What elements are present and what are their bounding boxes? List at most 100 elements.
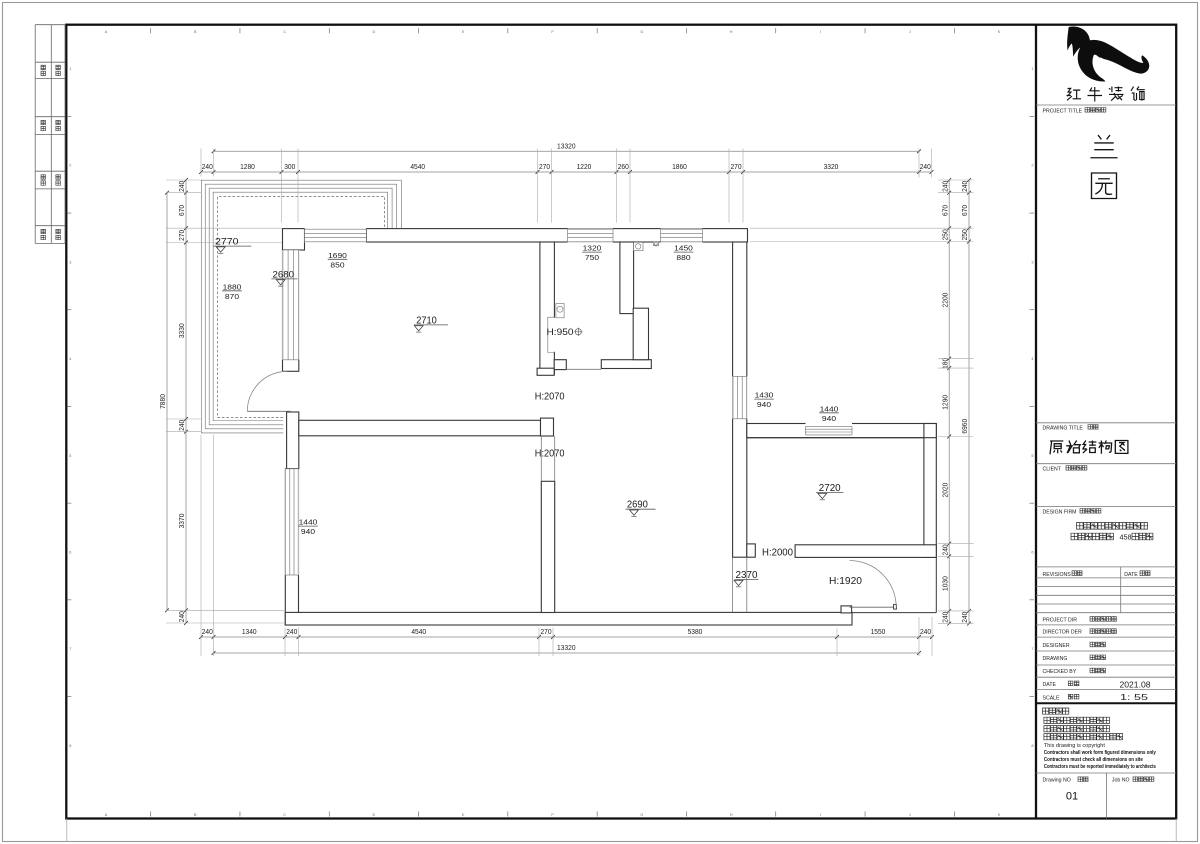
- svg-text:3: 3: [69, 260, 71, 264]
- svg-text:G: G: [640, 30, 643, 34]
- svg-text:Contractors must be reported i: Contractors must be reported immediately…: [1044, 764, 1156, 770]
- svg-text:2690: 2690: [627, 500, 648, 511]
- svg-text:H: H: [730, 30, 733, 34]
- svg-text:940: 940: [822, 414, 836, 423]
- svg-text:270: 270: [177, 230, 186, 241]
- svg-text:3370: 3370: [177, 514, 186, 529]
- svg-text:2020: 2020: [940, 483, 949, 498]
- svg-text:1320: 1320: [583, 244, 602, 253]
- svg-text:H:2070: H:2070: [535, 448, 565, 459]
- svg-text:2: 2: [69, 164, 71, 168]
- svg-text:B: B: [194, 813, 197, 817]
- svg-text:240: 240: [177, 181, 186, 192]
- svg-text:Contractors shall work form fi: Contractors shall work form figured dime…: [1044, 750, 1156, 756]
- svg-text:5: 5: [1031, 454, 1033, 458]
- svg-text:3: 3: [1031, 260, 1033, 264]
- svg-text:F: F: [551, 813, 554, 817]
- svg-text:240: 240: [202, 162, 213, 171]
- svg-text:2370: 2370: [736, 570, 758, 581]
- svg-text:Contractors must check all dim: Contractors must check all dimensions on…: [1044, 757, 1143, 763]
- svg-text:1030: 1030: [940, 576, 949, 591]
- svg-text:240: 240: [960, 612, 969, 623]
- svg-text:240: 240: [940, 612, 949, 623]
- svg-text:PROJECT TITLE: PROJECT TITLE: [1043, 109, 1083, 115]
- svg-text:8: 8: [69, 744, 71, 748]
- svg-text:H:2000: H:2000: [762, 547, 793, 558]
- svg-text:270: 270: [540, 627, 551, 636]
- svg-text:D: D: [373, 30, 376, 34]
- svg-text:240: 240: [920, 162, 931, 171]
- svg-text:4540: 4540: [410, 162, 425, 171]
- svg-text:DESIGN FIRM: DESIGN FIRM: [1043, 510, 1077, 516]
- svg-text:1860: 1860: [672, 162, 687, 171]
- svg-text:1290: 1290: [940, 395, 949, 410]
- svg-text:7: 7: [1031, 647, 1033, 651]
- svg-text:13320: 13320: [557, 643, 576, 652]
- svg-text:240: 240: [177, 420, 186, 431]
- svg-text:2: 2: [1031, 164, 1033, 168]
- svg-text:1280: 1280: [240, 162, 255, 171]
- svg-text:H: H: [730, 813, 733, 817]
- svg-text:880: 880: [676, 253, 690, 262]
- svg-text:1220: 1220: [577, 162, 592, 171]
- svg-text:240: 240: [920, 627, 931, 636]
- svg-text:240: 240: [940, 544, 949, 555]
- svg-text:DATE: DATE: [1043, 682, 1057, 688]
- svg-text:940: 940: [301, 527, 315, 536]
- svg-text:G: G: [640, 813, 643, 817]
- svg-text:A: A: [105, 30, 108, 34]
- svg-text:6: 6: [69, 551, 71, 555]
- svg-text:H:1920: H:1920: [829, 576, 862, 587]
- svg-text:13320: 13320: [557, 142, 576, 151]
- svg-text:DESIGNER: DESIGNER: [1043, 643, 1070, 649]
- svg-text:J: J: [909, 30, 911, 34]
- svg-text:SCALE: SCALE: [1043, 695, 1061, 701]
- svg-text:1550: 1550: [871, 627, 886, 636]
- svg-text:REVISIONS: REVISIONS: [1043, 572, 1072, 578]
- svg-text:250: 250: [960, 229, 969, 240]
- svg-text:3320: 3320: [824, 162, 839, 171]
- svg-text:E: E: [462, 813, 465, 817]
- svg-text:1440: 1440: [299, 518, 318, 527]
- svg-text:750: 750: [585, 253, 599, 262]
- svg-text:2720: 2720: [819, 483, 841, 494]
- svg-text:1: 1: [69, 67, 71, 71]
- svg-text:270: 270: [539, 162, 550, 171]
- svg-text:CLIENT: CLIENT: [1043, 467, 1062, 473]
- svg-text:DRAWING TITLE: DRAWING TITLE: [1043, 426, 1084, 432]
- svg-text:670: 670: [177, 205, 186, 216]
- svg-text:2710: 2710: [416, 315, 437, 326]
- svg-text:F: F: [551, 30, 554, 34]
- svg-text:A: A: [105, 813, 108, 817]
- svg-text:4: 4: [1031, 357, 1033, 361]
- svg-text:270: 270: [730, 162, 741, 171]
- svg-text:7880: 7880: [158, 394, 167, 409]
- svg-text:2680: 2680: [273, 269, 295, 280]
- svg-text:DATE: DATE: [1124, 572, 1138, 578]
- svg-text:PROJECT DIR: PROJECT DIR: [1043, 617, 1078, 623]
- svg-text:I: I: [820, 30, 821, 34]
- svg-text:1: 55: 1: 55: [1120, 692, 1148, 702]
- svg-text:B: B: [194, 30, 197, 34]
- svg-text:7: 7: [69, 647, 71, 651]
- svg-text:1450: 1450: [674, 244, 693, 253]
- svg-text:1440: 1440: [820, 404, 839, 413]
- svg-text:Job NO: Job NO: [1112, 778, 1130, 784]
- svg-text:300: 300: [284, 162, 295, 171]
- svg-text:6960: 6960: [960, 419, 969, 434]
- svg-text:2200: 2200: [940, 293, 949, 308]
- svg-text:240: 240: [940, 181, 949, 192]
- svg-text:This drawing is copyright: This drawing is copyright: [1044, 743, 1106, 749]
- svg-text:CHECKED BY: CHECKED BY: [1043, 669, 1077, 675]
- svg-text:K: K: [998, 30, 1001, 34]
- svg-text:I: I: [820, 813, 821, 817]
- svg-text:5380: 5380: [688, 627, 703, 636]
- svg-text:850: 850: [330, 260, 344, 269]
- svg-text:4540: 4540: [411, 627, 426, 636]
- svg-text:D: D: [373, 813, 376, 817]
- svg-text:H:2070: H:2070: [535, 392, 565, 403]
- svg-text:01: 01: [1066, 791, 1078, 803]
- svg-text:940: 940: [757, 400, 771, 409]
- svg-text:670: 670: [960, 205, 969, 216]
- svg-text:4: 4: [69, 357, 71, 361]
